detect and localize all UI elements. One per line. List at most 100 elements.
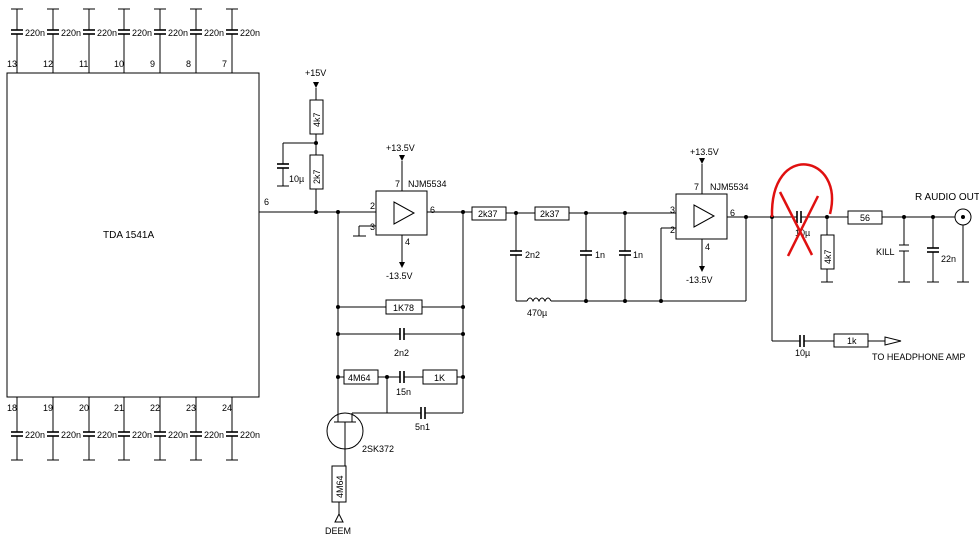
cap-2n2-filter-label: 2n2 bbox=[525, 250, 540, 260]
resistor-4m64-gate-label: 4M64 bbox=[335, 475, 345, 498]
bottom-cap-20: 220n 20 bbox=[79, 397, 117, 461]
cap-220n-label: 220n bbox=[132, 430, 152, 440]
cap-15n-label: 15n bbox=[396, 387, 411, 397]
inductor-470u-label: 470µ bbox=[527, 308, 547, 318]
cap-220n-label: 220n bbox=[240, 430, 260, 440]
dac-output-wire bbox=[259, 210, 376, 214]
opamp2-pin7: 7 bbox=[694, 182, 699, 192]
headphone-arrow bbox=[884, 336, 902, 346]
r-audio-out-label: R AUDIO OUT bbox=[915, 192, 979, 203]
resistor-2k7-label: 2k7 bbox=[312, 169, 322, 184]
kill-label: KILL bbox=[876, 247, 895, 257]
pin-label: 22 bbox=[150, 403, 160, 413]
dac-chip-label: TDA 1541A bbox=[103, 230, 154, 241]
pin-label: 19 bbox=[43, 403, 53, 413]
pin-label: 11 bbox=[79, 59, 88, 69]
resistor-2k37-a-label: 2k37 bbox=[478, 209, 498, 219]
opamp1-name: NJM5534 bbox=[408, 179, 447, 189]
opamp1-pin4: 4 bbox=[405, 237, 410, 247]
pin-label: 10 bbox=[114, 59, 124, 69]
top-cap-9: 220n 9 bbox=[150, 8, 188, 73]
cap-5n1-label: 5n1 bbox=[415, 422, 430, 432]
bottom-cap-18: 220n 18 bbox=[7, 397, 45, 461]
opamp2-pin3: 3 bbox=[670, 205, 675, 215]
opamp1-pin3: 3 bbox=[370, 222, 375, 232]
resistor-1k78-label: 1K78 bbox=[393, 303, 414, 313]
dac-chip: TDA 1541A bbox=[6, 72, 260, 398]
cap-220n-label: 220n bbox=[204, 28, 224, 38]
feedback-network: 1K78 2n2 4M64 15n 1K 5n1 bbox=[336, 212, 465, 432]
cap-220n-label: 220n bbox=[204, 430, 224, 440]
resistor-2k37-b-label: 2k37 bbox=[540, 209, 560, 219]
opamp2-pin2: 2 bbox=[670, 225, 675, 235]
fet-label: 2SK372 bbox=[362, 444, 394, 454]
opamp1-pin7: 7 bbox=[395, 179, 400, 189]
bottom-cap-19: 220n 19 bbox=[43, 397, 81, 461]
resistor-1k-fb-label: 1K bbox=[434, 373, 445, 383]
cap-220n-label: 220n bbox=[132, 28, 152, 38]
cap-220n-label: 220n bbox=[25, 430, 45, 440]
resistor-56-label: 56 bbox=[860, 213, 870, 223]
opamp1-minus-supply: -13.5V bbox=[386, 271, 413, 281]
cap-1n-a-label: 1n bbox=[595, 250, 605, 260]
opamp-2: +13.5V 7 NJM5534 3 2 6 4 -13.5V bbox=[660, 147, 797, 301]
resistor-1k-hp-label: 1k bbox=[847, 336, 857, 346]
pin-label: 18 bbox=[7, 403, 17, 413]
top-cap-10: 220n 10 bbox=[114, 8, 152, 73]
pin-label: 21 bbox=[114, 403, 124, 413]
fet-2sk372: 2SK372 4M64 DEEM bbox=[325, 412, 394, 536]
top-cap-12: 220n 12 bbox=[43, 8, 81, 73]
pin-label: 23 bbox=[186, 403, 196, 413]
opamp2-plus-supply: +13.5V bbox=[690, 147, 719, 157]
top-cap-13: 220n 13 bbox=[7, 8, 45, 73]
cap-220n-label: 220n bbox=[61, 28, 81, 38]
to-headphone-label: TO HEADPHONE AMP bbox=[872, 352, 965, 362]
cap-220n-label: 220n bbox=[97, 430, 117, 440]
opamp1-pin2: 2 bbox=[370, 201, 375, 211]
supply-divider: +15V 4k7 2k7 10µ bbox=[277, 68, 326, 212]
opamp1-plus-supply: +13.5V bbox=[386, 143, 415, 153]
output-stage: 10µ 4k7 56 KILL 22n R AUDIO OUT bbox=[771, 192, 979, 362]
cap-1n-b-label: 1n bbox=[633, 250, 643, 260]
resistor-4k7-supply-label: 4k7 bbox=[312, 112, 322, 127]
opamp-1: +13.5V 7 NJM5534 2 3 6 4 -13.5V bbox=[353, 143, 472, 281]
cap-220n-label: 220n bbox=[97, 28, 117, 38]
cap-22n-label: 22n bbox=[941, 254, 956, 264]
bottom-decoupling-caps: 220n18220n19220n20220n21220n22220n23220n… bbox=[7, 397, 260, 461]
opamp2-pin4: 4 bbox=[705, 242, 710, 252]
bottom-cap-21: 220n 21 bbox=[114, 397, 152, 461]
resistor-4k7-out-label: 4k7 bbox=[823, 249, 833, 264]
pin-label: 12 bbox=[43, 59, 53, 69]
dac-out-pin-label: 6 bbox=[264, 197, 269, 207]
cap-220n-label: 220n bbox=[240, 28, 260, 38]
cap-out-label: 10µ bbox=[795, 228, 810, 238]
pin-label: 7 bbox=[222, 59, 227, 69]
pin-label: 9 bbox=[150, 59, 155, 69]
opamp2-pin6: 6 bbox=[730, 208, 735, 218]
pin-label: 13 bbox=[7, 59, 17, 69]
bottom-cap-23: 220n 23 bbox=[186, 397, 224, 461]
filter-network: 2k37 2k37 2n2 1n 1n 470µ bbox=[471, 206, 746, 318]
top-cap-11: 220n 11 bbox=[79, 8, 117, 73]
deem-label: DEEM bbox=[325, 526, 351, 536]
cap-10u-supply-label: 10µ bbox=[289, 174, 304, 184]
resistor-4m64-fb-label: 4M64 bbox=[348, 373, 371, 383]
cap-10u-hp-label: 10µ bbox=[795, 348, 810, 358]
cap-2n2-fb-label: 2n2 bbox=[394, 348, 409, 358]
cap-220n-label: 220n bbox=[61, 430, 81, 440]
plus15v-label: +15V bbox=[305, 68, 326, 78]
opamp2-name: NJM5534 bbox=[710, 182, 749, 192]
inductor-470u bbox=[526, 297, 552, 303]
cap-220n-label: 220n bbox=[168, 430, 188, 440]
cap-220n-label: 220n bbox=[168, 28, 188, 38]
top-cap-7: 220n 7 bbox=[222, 8, 260, 73]
opamp1-pin6: 6 bbox=[430, 205, 435, 215]
red-strike-mark bbox=[770, 163, 834, 257]
pin-label: 20 bbox=[79, 403, 89, 413]
bottom-cap-22: 220n 22 bbox=[150, 397, 188, 461]
cap-220n-label: 220n bbox=[25, 28, 45, 38]
pin-label: 24 bbox=[222, 403, 232, 413]
